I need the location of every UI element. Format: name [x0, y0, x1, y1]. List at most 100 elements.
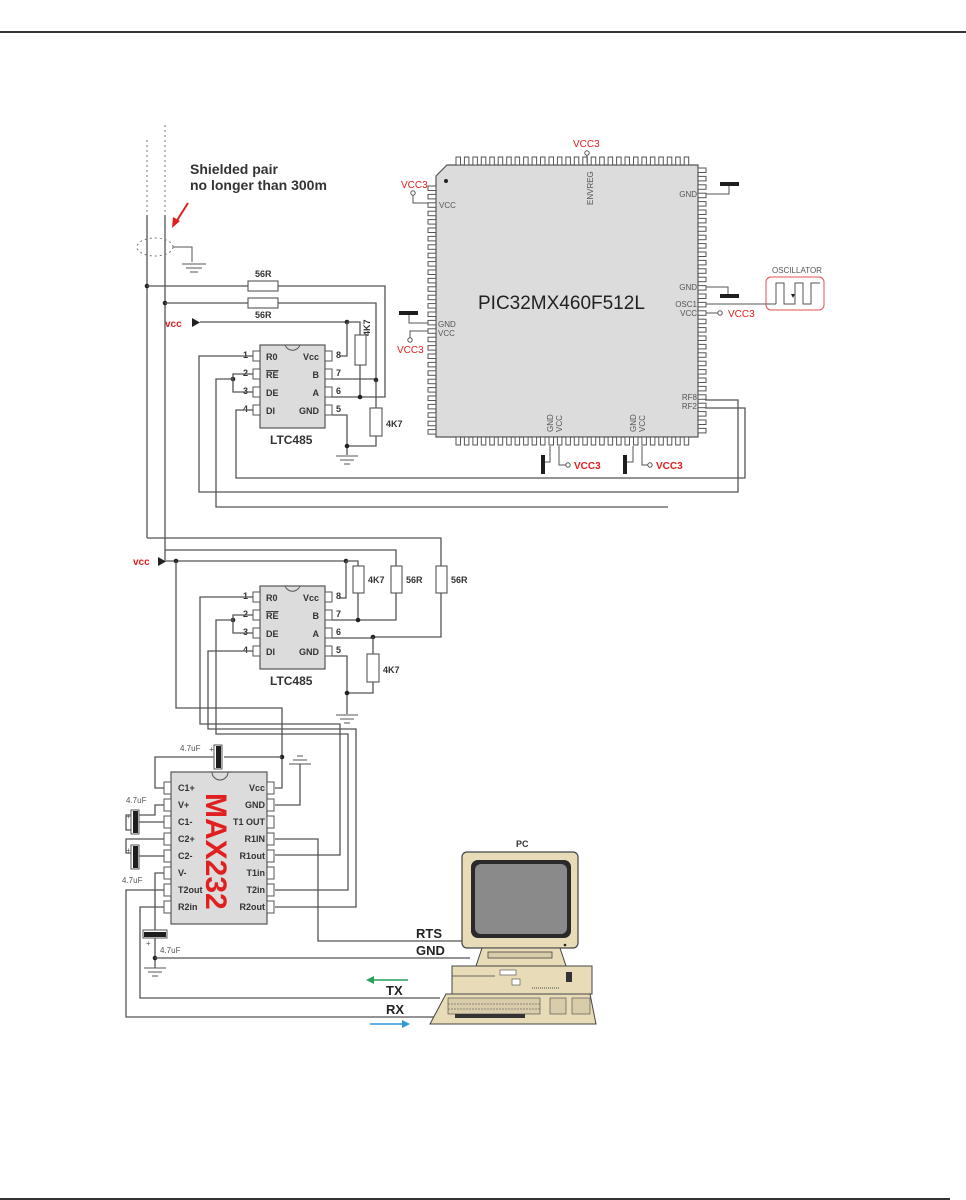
resistor-4k7-pullup-upper-label: 4K7: [362, 319, 372, 336]
pin-num: 1: [243, 350, 248, 360]
pin-name: Vcc: [303, 593, 319, 603]
pin-num: 8: [336, 591, 341, 601]
ic-pin-pad: [582, 436, 588, 446]
pin-name: R0: [266, 593, 278, 603]
max232-pin-label: C1-: [178, 817, 193, 827]
resistor-4k7-pulldown-upper-label: 4K7: [386, 419, 403, 429]
resistor-4k7-pulldown-lower-label: 4K7: [383, 665, 400, 675]
cap-value-label: 4.7uF: [160, 946, 181, 955]
max232-pin-label: C1+: [178, 783, 195, 793]
ground-icon: [336, 714, 358, 724]
ltc485-upper-body: [259, 344, 326, 429]
ic-pin-pad: [455, 436, 461, 446]
ic-pin-pad: [697, 427, 707, 434]
ic-pin-pad: [697, 402, 707, 409]
resistor-56r-d: [435, 565, 448, 594]
ground-icon: [336, 455, 358, 465]
max232-body: [170, 771, 268, 925]
ic-pin-pad: [163, 900, 172, 914]
vcc-arrow-icon: [158, 557, 166, 566]
mcu-pin-label: GND: [438, 320, 456, 329]
max232-pin-label: R1out: [240, 851, 266, 861]
ic-pin-pad: [697, 243, 707, 249]
ic-pin-pad: [675, 436, 681, 446]
ic-pin-pad: [697, 184, 707, 190]
ic-pin-pad: [697, 276, 707, 283]
pin-num: 8: [336, 350, 341, 360]
ic-pin-pad: [633, 436, 639, 446]
max232-pin-label: R2in: [178, 902, 198, 912]
mcu-pin-label: GND: [546, 414, 555, 432]
ic-pin-pad: [427, 219, 437, 225]
ic-pin-pad: [697, 201, 707, 207]
ic-pin-pad: [266, 798, 275, 812]
ic-pin-pad: [658, 436, 664, 446]
note-line2: no longer than 300m: [190, 177, 327, 193]
ic-pin-pad: [590, 156, 597, 166]
ic-pin-pad: [697, 419, 707, 425]
pin-num: 5: [336, 645, 341, 655]
ic-pin-pad: [616, 156, 622, 166]
ic-pin-pad: [697, 192, 707, 199]
max232-pin-label: V+: [178, 800, 189, 810]
pic32-mcu: PIC32MX460F512L ENVREG VCC3 VCC VCC3 GND…: [397, 139, 776, 474]
ic-pin-pad: [531, 436, 538, 446]
max232-pin-label: C2+: [178, 834, 195, 844]
ground-icon: [144, 967, 166, 977]
pin-name: R0: [266, 352, 278, 362]
ic-pin-pad: [266, 815, 275, 829]
ic-pin-pad: [427, 277, 437, 284]
resistor-56r-d-label: 56R: [451, 575, 468, 585]
ic-pin-pad: [427, 387, 437, 393]
square-wave-icon: [775, 282, 820, 305]
cap-value-label: 4.7uF: [122, 876, 143, 885]
ic-pin-pad: [697, 335, 707, 341]
resistor-4k7-pulldown-lower: [366, 653, 380, 683]
vcc3-label: VCC3: [574, 461, 601, 472]
signal-gnd-label: GND: [416, 943, 445, 958]
mcu-pin-label: GND: [679, 190, 697, 199]
ic-pin-pad: [697, 301, 707, 308]
ic-pin-pad: [427, 378, 437, 385]
resistor-4k7-pullup-upper: [354, 334, 367, 366]
ic-pin-pad: [697, 310, 707, 316]
ic-pin-pad: [523, 156, 529, 166]
ltc485-lower-body: [259, 585, 326, 670]
ic-pin-pad: [427, 235, 437, 242]
ic-pin-pad: [427, 261, 437, 267]
ic-pin-pad: [523, 436, 529, 446]
mcu-pin-label: VCC: [680, 309, 697, 318]
ic-pin-pad: [697, 217, 707, 224]
pin-num: 7: [336, 368, 341, 378]
ic-pin-pad: [697, 209, 707, 215]
pin-name: RE: [266, 370, 279, 380]
pin-name: B: [313, 611, 320, 621]
pin-name: DE: [266, 388, 279, 398]
ic-pin-pad: [556, 436, 563, 446]
ic-pin-pad: [697, 377, 707, 383]
ic-pin-pad: [427, 353, 437, 359]
vcc-label-lower: vcc: [133, 557, 150, 568]
ic-pin-pad: [480, 436, 487, 446]
pin-num: 3: [243, 627, 248, 637]
pc: PC RTS GND TX RX: [366, 839, 597, 1028]
gnd-bar-icon: [541, 455, 545, 474]
ltc485-lower-label: LTC485: [270, 674, 313, 688]
ic-pin-pad: [641, 436, 647, 446]
pin-name: DE: [266, 629, 279, 639]
max232-pin-label: C2-: [178, 851, 193, 861]
pin-num: 3: [243, 386, 248, 396]
ic-pin-pad: [163, 866, 172, 880]
ic-pin-pad: [683, 156, 690, 166]
max232-pin-label: V-: [178, 868, 187, 878]
ic-pin-pad: [497, 156, 504, 166]
top-rule: [0, 31, 966, 33]
ic-pin-pad: [163, 781, 172, 795]
signal-rts-label: RTS: [416, 926, 442, 941]
pin-name: GND: [299, 406, 320, 416]
ic-pin-pad: [472, 156, 478, 166]
ic-pin-pad: [506, 436, 512, 446]
ic-pin-pad: [697, 285, 707, 291]
bottom-rule: [0, 1198, 950, 1200]
ic-pin-pad: [675, 156, 681, 166]
